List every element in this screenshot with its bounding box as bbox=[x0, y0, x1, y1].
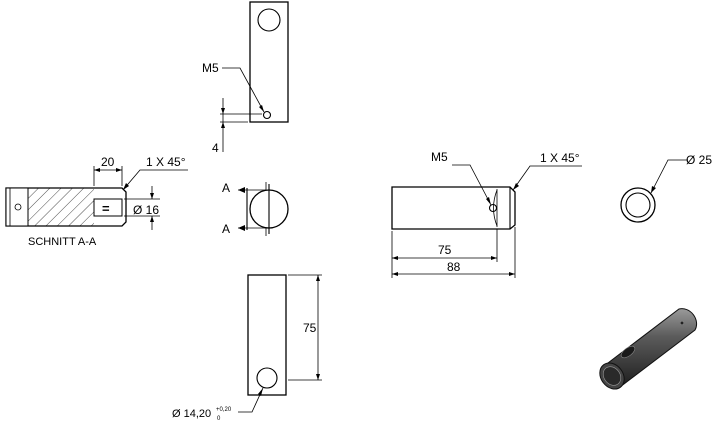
top-view: M5 4 bbox=[202, 1, 289, 155]
m5-hole-top bbox=[262, 110, 272, 120]
top-hole bbox=[257, 8, 281, 32]
end-view: A A bbox=[222, 181, 289, 236]
iso-cross-hole bbox=[620, 345, 636, 359]
chamfer-label: 1 X 45° bbox=[146, 155, 186, 169]
side-bar bbox=[247, 274, 287, 396]
m5-label-front: M5 bbox=[431, 150, 448, 164]
hole-tol-lower: 0 bbox=[217, 416, 221, 422]
dim-75-side: 75 bbox=[303, 321, 317, 335]
m5-hole-front bbox=[488, 203, 498, 213]
dim-20-label: 20 bbox=[101, 155, 115, 169]
dim-88-front: 88 bbox=[447, 260, 461, 274]
section-left-end bbox=[5, 187, 29, 227]
dia-16-label: Ø 16 bbox=[133, 203, 159, 217]
cut-label-top: A bbox=[222, 181, 230, 195]
ring-inner bbox=[625, 192, 651, 218]
top-bar bbox=[249, 1, 289, 123]
dim-75-front: 75 bbox=[438, 243, 452, 257]
iso-view bbox=[599, 308, 698, 390]
chamfer-label-front: 1 X 45° bbox=[540, 151, 580, 165]
section-bore bbox=[93, 198, 123, 217]
iso-cylinder bbox=[603, 308, 698, 388]
dim-4-label: 4 bbox=[212, 141, 219, 155]
section-hatch bbox=[28, 188, 94, 226]
side-hole bbox=[256, 367, 278, 389]
hole-dia-label: Ø 14,20 bbox=[172, 408, 211, 420]
section-view: = 20 1 X 45° Ø 16 SCHNITT A-A bbox=[5, 155, 188, 248]
m5-label-top: M5 bbox=[202, 61, 219, 75]
side-view: 75 Ø 14,20 +0,20 0 bbox=[172, 274, 322, 422]
cut-label-bottom: A bbox=[222, 222, 230, 236]
ring-view: Ø 25 bbox=[620, 153, 712, 223]
equal-mark: = bbox=[102, 201, 110, 216]
dia-25-label: Ø 25 bbox=[686, 153, 712, 167]
section-label: SCHNITT A-A bbox=[28, 236, 97, 248]
front-view: M5 1 X 45° 75 88 bbox=[391, 150, 582, 278]
hole-tol-upper: +0,20 bbox=[216, 407, 232, 413]
